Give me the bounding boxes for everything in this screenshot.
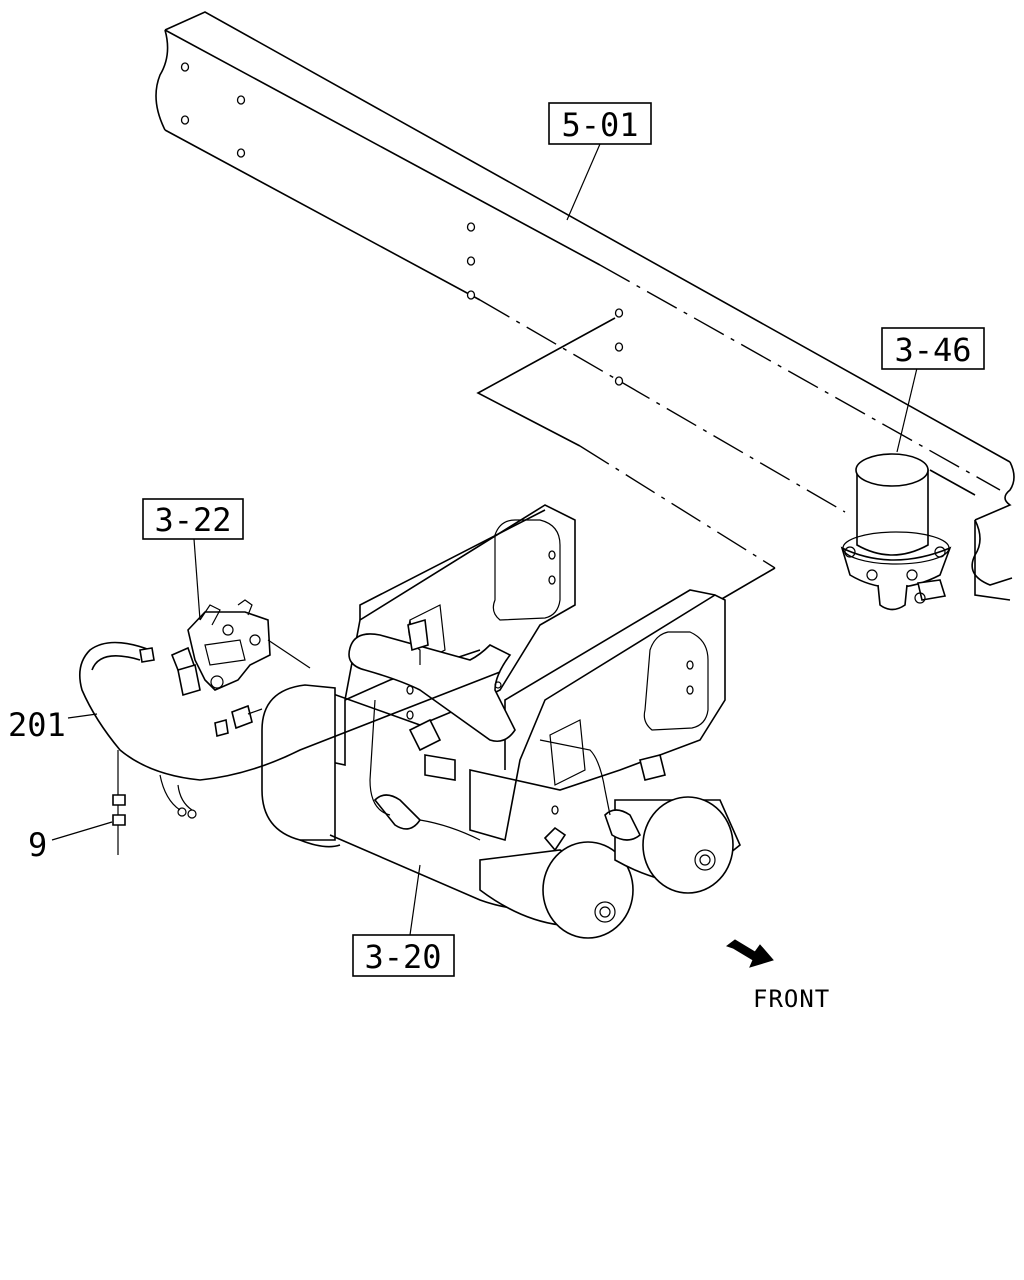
callout-frame: 5-01	[548, 102, 652, 145]
leader-lines	[51, 143, 918, 936]
valve-assembly	[170, 599, 311, 697]
clip-label: 9	[28, 826, 47, 864]
callout-dryer: 3-46	[881, 327, 985, 370]
callout-dryer-label: 3-46	[894, 331, 971, 369]
front-label: FRONT	[753, 985, 830, 1013]
harness-label: 201	[8, 706, 66, 744]
callout-valve-label: 3-22	[154, 501, 231, 539]
callout-frame-label: 5-01	[561, 106, 638, 144]
callout-tanks: 3-20	[352, 934, 455, 977]
callout-tanks-label: 3-20	[364, 938, 441, 976]
front-direction: FRONT	[725, 939, 830, 1013]
frame-rail	[155, 11, 1015, 601]
arrow-icon	[725, 939, 774, 968]
wiring-harness	[79, 641, 502, 855]
suspension-brackets	[321, 504, 726, 842]
air-tanks	[261, 618, 741, 939]
air-dryer	[840, 453, 952, 611]
callout-valve: 3-22	[142, 498, 244, 540]
